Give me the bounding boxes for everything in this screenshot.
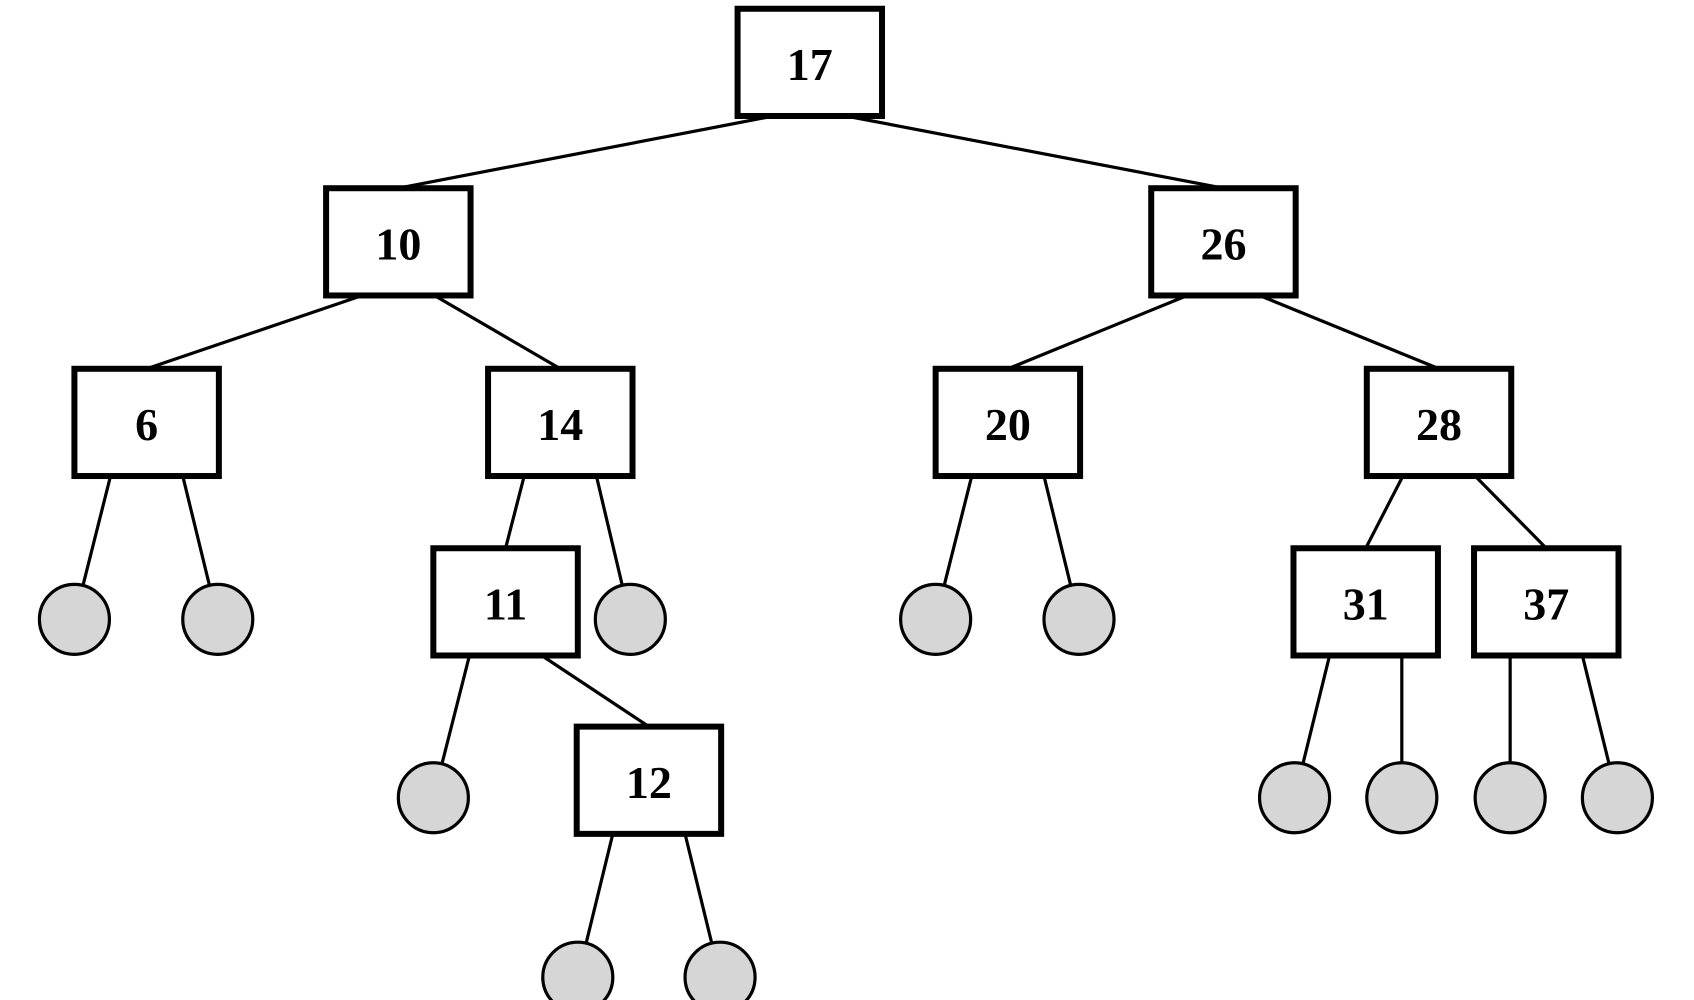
edge-10-6 <box>146 293 363 371</box>
node-box-26 <box>1148 185 1299 299</box>
edge-26-28 <box>1258 293 1440 371</box>
node-label-37: 37 <box>1523 579 1569 630</box>
node-label-28: 28 <box>1416 399 1462 450</box>
null-leaf-31-right <box>1365 761 1439 835</box>
node-label-10: 10 <box>375 219 421 270</box>
node-26: 26 <box>1148 185 1299 299</box>
node-17: 17 <box>734 5 886 119</box>
edge-14-11 <box>504 475 526 549</box>
edge-6-left-leaf <box>81 475 113 586</box>
node-box-37 <box>1471 545 1622 659</box>
node-box-17 <box>734 5 886 119</box>
node-label-17: 17 <box>787 39 833 90</box>
node-box-28 <box>1363 365 1515 480</box>
edge-17-26 <box>845 114 1224 190</box>
edge-26-20 <box>1007 293 1188 371</box>
null-leaves <box>37 582 1655 1000</box>
node-box-12 <box>573 723 725 837</box>
null-leaf-12-right <box>683 940 757 1000</box>
tree-edges <box>81 114 1611 944</box>
node-label-31: 31 <box>1343 579 1389 630</box>
null-leaf-14-right <box>593 582 667 657</box>
null-leaf-20-left <box>899 582 973 657</box>
node-label-6: 6 <box>135 399 158 450</box>
node-box-31 <box>1290 545 1441 659</box>
null-leaf-6-right <box>181 582 255 657</box>
edge-37-right-leaf <box>1580 655 1611 765</box>
node-10: 10 <box>323 185 474 299</box>
edge-11-12 <box>540 654 650 728</box>
null-leaf-31-left <box>1257 761 1332 835</box>
node-label-12: 12 <box>626 757 672 808</box>
edge-10-14 <box>433 294 562 371</box>
node-box-20 <box>932 365 1084 480</box>
null-leaf-6-left <box>37 582 112 657</box>
null-leaf-37-left <box>1473 761 1547 835</box>
node-6: 6 <box>71 365 222 480</box>
edge-14-right-leaf <box>594 475 624 586</box>
edge-6-right-leaf <box>181 475 212 586</box>
node-14: 14 <box>485 365 636 480</box>
node-20: 20 <box>932 365 1084 480</box>
edge-28-37 <box>1473 474 1548 550</box>
node-label-14: 14 <box>537 399 583 450</box>
edge-12-left-leaf <box>584 833 615 944</box>
null-leaf-12-left <box>541 940 615 1000</box>
null-leaf-37-right <box>1580 761 1655 835</box>
node-box-10 <box>323 185 474 299</box>
node-31: 31 <box>1290 545 1441 659</box>
node-label-20: 20 <box>985 399 1031 450</box>
null-leaf-20-right <box>1042 582 1116 657</box>
node-37: 37 <box>1471 545 1622 659</box>
edge-20-left-leaf <box>942 475 974 586</box>
node-box-14 <box>485 365 636 480</box>
node-box-11 <box>430 545 581 659</box>
edge-20-right-leaf <box>1042 475 1073 586</box>
null-leaf-11-left <box>396 761 470 835</box>
node-label-26: 26 <box>1200 219 1246 270</box>
node-11: 11 <box>430 545 581 659</box>
edge-12-right-leaf <box>683 833 714 944</box>
edge-17-10 <box>398 114 774 190</box>
tree-nodes: 17 10 26 6 14 20 28 11 31 37 12 <box>71 5 1622 837</box>
node-box-6 <box>71 365 222 480</box>
edge-31-left-leaf <box>1301 655 1332 765</box>
edge-28-31 <box>1364 475 1405 549</box>
node-12: 12 <box>573 723 725 837</box>
edge-11-left-leaf <box>440 655 472 765</box>
node-label-11: 11 <box>484 579 527 630</box>
node-28: 28 <box>1363 365 1515 480</box>
